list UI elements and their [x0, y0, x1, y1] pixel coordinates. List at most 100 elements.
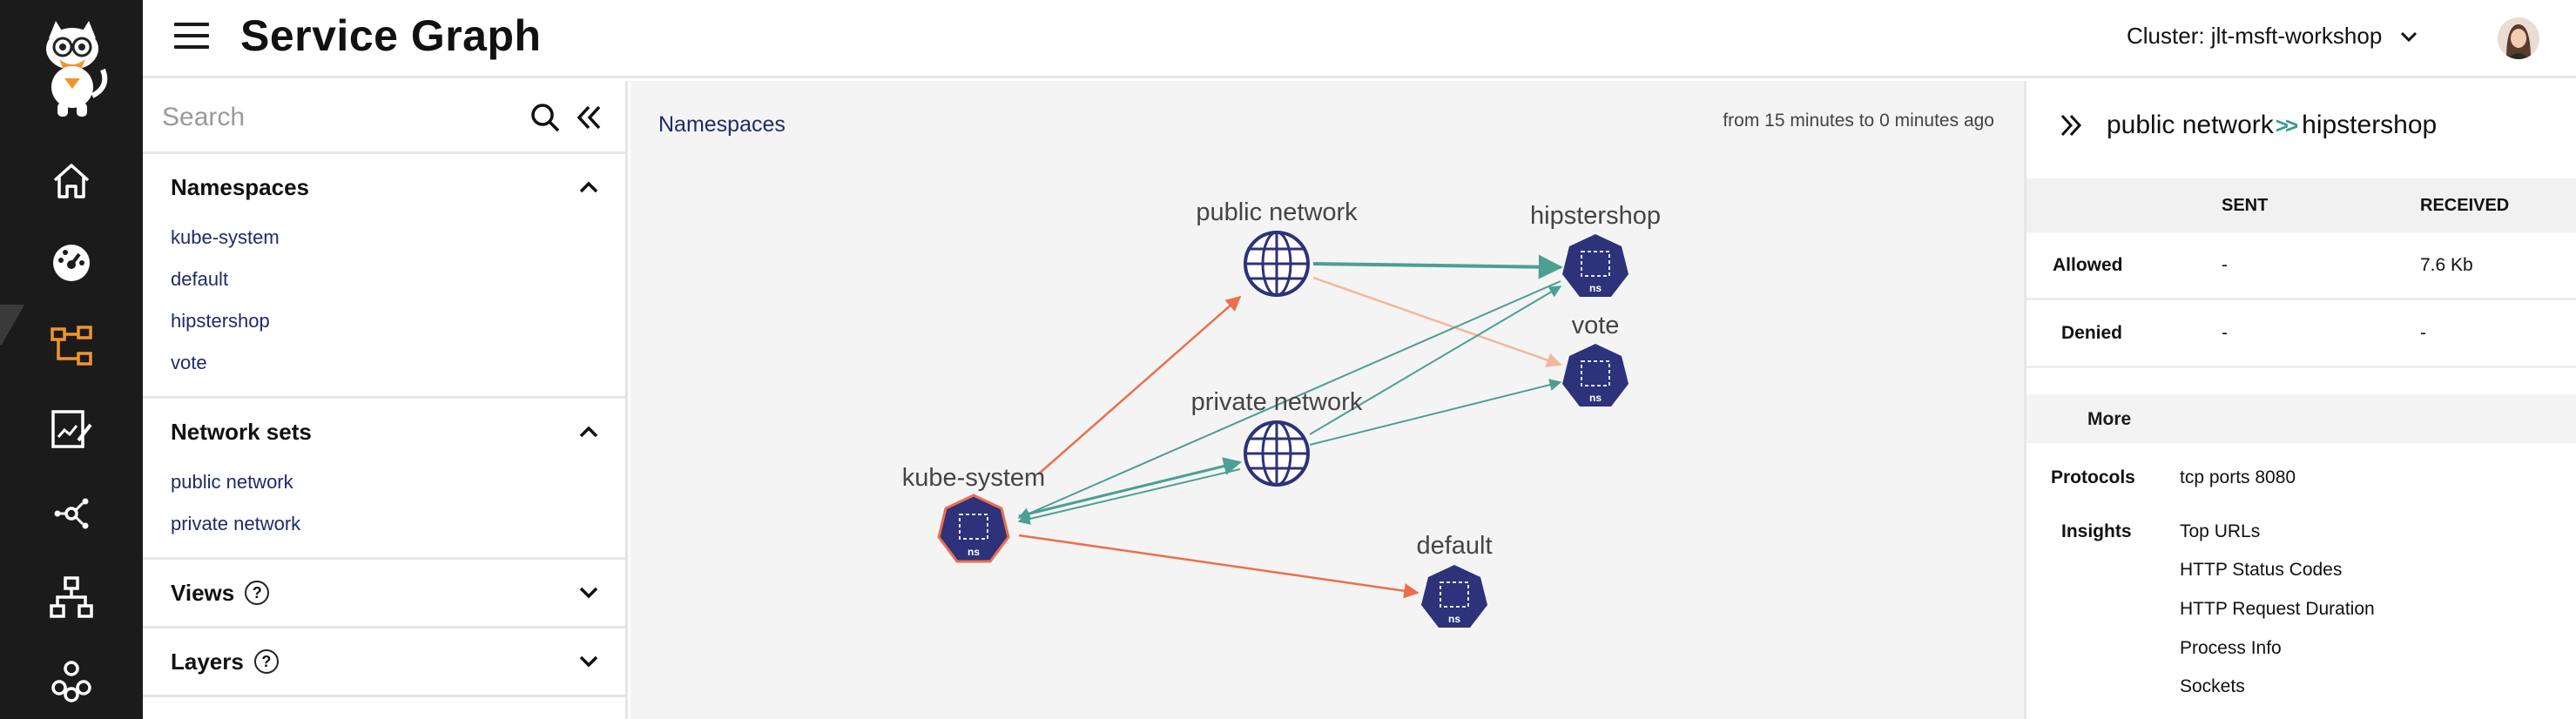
collapse-panel-icon[interactable]	[571, 100, 606, 135]
nodes-cluster-icon[interactable]	[45, 655, 98, 707]
edge-private-to-hipstershop[interactable]	[1309, 286, 1562, 435]
detail-source: public network	[2107, 111, 2274, 139]
node-private-network[interactable]: private network	[1191, 388, 1363, 487]
endpoints-icon[interactable]	[45, 487, 98, 540]
edge-public-to-vote[interactable]	[1312, 276, 1562, 368]
edge-kube-to-public[interactable]	[1037, 295, 1242, 475]
edge-detail-panel: public network>>hipstershop SENT RECEIVE…	[2024, 81, 2576, 719]
edge-public-to-hipstershop[interactable]	[1312, 254, 1563, 279]
chevron-down-icon	[579, 655, 598, 668]
insight-link[interactable]: Top URLs	[2180, 521, 2261, 541]
service-graph-icon[interactable]	[45, 320, 98, 373]
ns-badge: ns	[1448, 613, 1460, 625]
sent-value: -	[2222, 255, 2228, 275]
time-range: from 15 minutes to 0 minutes ago	[1723, 111, 1994, 131]
edge-kube-to-private[interactable]	[1018, 457, 1243, 518]
network-sets-list: public network private network	[143, 465, 625, 557]
col-received: RECEIVED	[2420, 196, 2510, 215]
namespace-node-icon: ns	[937, 494, 1010, 563]
namespaces-section: Namespaces kube-system default hipstersh…	[143, 154, 625, 399]
layers-heading: Layers	[171, 648, 244, 675]
chevron-up-icon	[579, 181, 598, 193]
node-label: hipstershop	[1530, 202, 1661, 230]
namespace-item[interactable]: default	[171, 268, 229, 290]
namespace-node-icon: ns	[1421, 565, 1487, 628]
nav-rail	[0, 0, 143, 719]
views-section: Views?	[143, 560, 625, 628]
ns-badge: ns	[968, 546, 980, 558]
help-icon[interactable]: ?	[253, 649, 279, 674]
home-icon[interactable]	[45, 155, 98, 207]
sent-value: -	[2222, 323, 2228, 343]
search-icon[interactable]	[528, 100, 563, 135]
network-sets-section-toggle[interactable]: Network sets	[143, 399, 625, 465]
cluster-label: Cluster: jlt-msft-workshop	[2127, 23, 2383, 49]
node-label: public network	[1196, 198, 1358, 226]
layers-section-toggle[interactable]: Layers?	[143, 628, 625, 695]
avatar[interactable]	[2498, 17, 2539, 59]
insight-link[interactable]: Sockets	[2180, 676, 2245, 696]
filter-panel: Namespaces kube-system default hipstersh…	[143, 81, 628, 719]
breadcrumb[interactable]: Namespaces	[658, 112, 786, 137]
chevron-up-icon	[579, 426, 598, 438]
graph-edges	[1017, 254, 1563, 599]
views-section-toggle[interactable]: Views?	[143, 560, 625, 626]
separator-icon: >>	[2275, 112, 2298, 138]
received-value: -	[2420, 323, 2426, 343]
detail-title: public network>>hipstershop	[2058, 111, 2437, 140]
chevron-down-icon	[579, 587, 598, 599]
expand-panel-icon[interactable]	[2058, 112, 2084, 138]
detail-destination: hipstershop	[2302, 111, 2438, 139]
network-set-item[interactable]: public network	[171, 471, 293, 493]
insight-link[interactable]: Process Info	[2180, 638, 2282, 658]
node-public-network[interactable]: public network	[1196, 198, 1358, 297]
cat-logo-icon[interactable]	[33, 17, 111, 120]
chevron-down-icon	[2401, 31, 2418, 42]
network-hierarchy-icon[interactable]	[45, 571, 98, 623]
node-default[interactable]: default ns	[1416, 532, 1493, 628]
ns-badge: ns	[1589, 282, 1602, 294]
node-vote[interactable]: vote ns	[1562, 312, 1629, 407]
more-section-header: More	[2026, 394, 2576, 443]
edge-kube-to-default[interactable]	[1018, 534, 1419, 599]
traffic-table-header: SENT RECEIVED	[2026, 178, 2576, 232]
service-graph-canvas[interactable]: Namespaces from 15 minutes to 0 minutes …	[631, 81, 2024, 719]
edge-private-to-kube[interactable]	[1017, 468, 1241, 525]
menu-icon[interactable]	[174, 23, 209, 52]
globe-icon	[1244, 420, 1310, 487]
traffic-row-denied: Denied - -	[2026, 300, 2576, 368]
insight-link[interactable]: HTTP Request Duration	[2180, 599, 2375, 619]
node-label: private network	[1191, 388, 1363, 416]
layers-section: Layers?	[143, 628, 625, 697]
cluster-selector[interactable]: Cluster: jlt-msft-workshop	[2127, 23, 2418, 50]
edge-hipstershop-to-kube[interactable]	[1017, 280, 1561, 520]
dashboard-gauge-icon[interactable]	[45, 237, 98, 289]
node-kube-system[interactable]: kube-system ns	[902, 464, 1045, 563]
help-icon[interactable]: ?	[245, 581, 270, 605]
page-title: Service Graph	[240, 11, 542, 60]
network-sets-section: Network sets public network private netw…	[143, 399, 625, 560]
insight-link[interactable]: HTTP Status Codes	[2180, 560, 2343, 580]
search-bar	[143, 81, 625, 154]
policy-board-icon[interactable]	[45, 404, 98, 456]
namespace-item[interactable]: vote	[171, 352, 207, 373]
views-heading: Views	[171, 579, 235, 606]
ns-badge: ns	[1589, 392, 1602, 404]
search-input[interactable]	[162, 97, 493, 138]
row-label: Denied	[2061, 323, 2123, 343]
globe-icon	[1244, 231, 1310, 297]
namespaces-section-toggle[interactable]: Namespaces	[143, 154, 625, 220]
col-sent: SENT	[2222, 196, 2269, 215]
namespaces-list: kube-system default hipstershop vote	[143, 220, 625, 396]
namespace-item[interactable]: kube-system	[171, 226, 280, 248]
protocols-label: Protocols	[2051, 467, 2135, 487]
namespace-node-icon: ns	[1562, 234, 1629, 297]
insights-label: Insights	[2061, 521, 2132, 541]
protocols-value: tcp ports 8080	[2180, 467, 2296, 487]
row-label: Allowed	[2053, 255, 2123, 275]
network-sets-heading: Network sets	[171, 418, 312, 445]
namespace-item[interactable]: hipstershop	[171, 310, 270, 332]
edge-private-to-vote[interactable]	[1309, 379, 1562, 446]
node-hipstershop[interactable]: hipstershop ns	[1530, 202, 1661, 297]
network-set-item[interactable]: private network	[171, 513, 301, 534]
